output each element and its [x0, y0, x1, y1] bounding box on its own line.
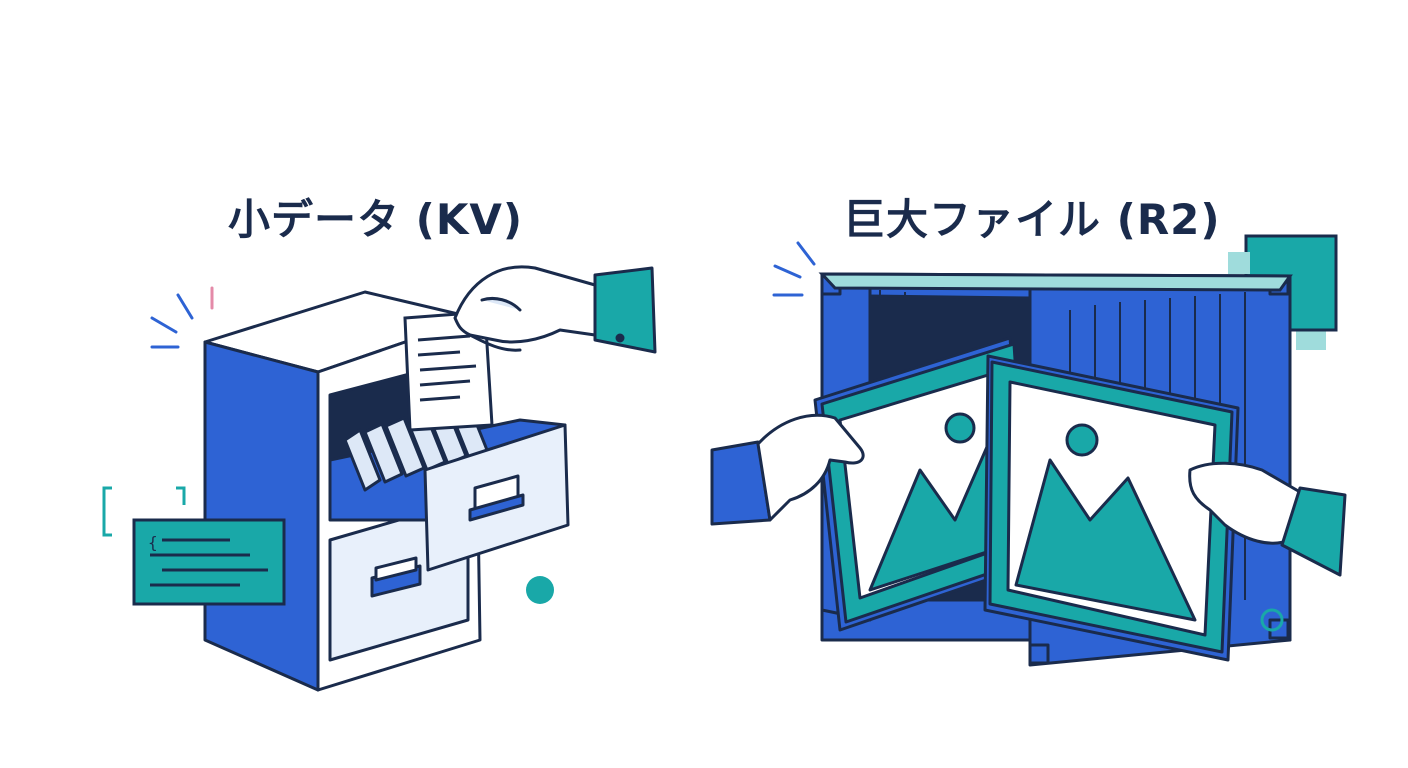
hand-icon: [453, 265, 657, 354]
hand-icon: [710, 413, 865, 526]
teal-square-light: [1228, 252, 1250, 274]
spark-lines: [150, 286, 214, 349]
image-frame-icon: [813, 336, 1032, 632]
image-frame-icon: [983, 354, 1240, 662]
teal-ring: [1260, 608, 1284, 632]
container-top: [818, 272, 1293, 292]
kv-title: 小データ (KV): [228, 195, 524, 244]
bracket-decoration: [102, 486, 186, 537]
code-card-icon: {: [132, 518, 286, 606]
r2-title: 巨大ファイル (R2): [843, 195, 1221, 244]
teal-dot: [526, 576, 554, 604]
file-cabinet-icon: [203, 290, 570, 692]
svg-text:{: {: [148, 533, 158, 552]
hand-icon: [1188, 461, 1347, 577]
spark-lines: [772, 241, 816, 297]
